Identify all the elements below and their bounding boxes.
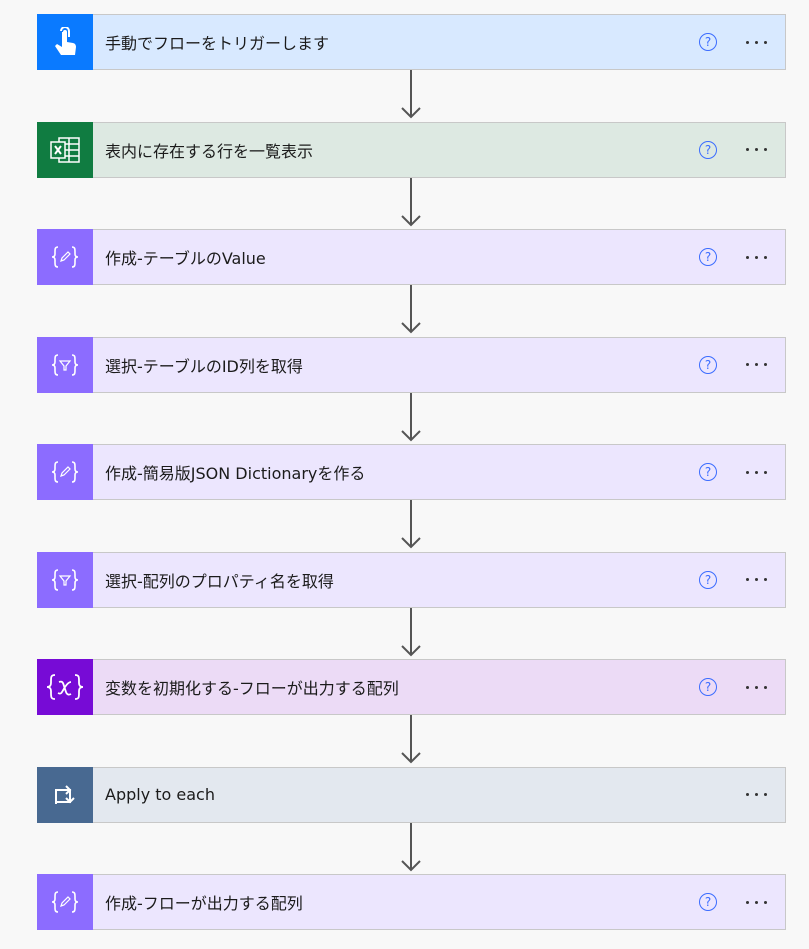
- connector-arrow-icon: [401, 715, 421, 764]
- connector-arrow-icon: [401, 500, 421, 549]
- step-title: 選択-テーブルのID列を取得: [105, 356, 303, 376]
- connector-arrow-icon: [401, 285, 421, 334]
- step-title: 手動でフローをトリガーします: [105, 34, 330, 53]
- flow-step-card[interactable]: 作成-テーブルのValue?: [37, 229, 786, 285]
- select-icon: [37, 336, 93, 393]
- connector-arrow-icon: [401, 177, 421, 226]
- connector-arrow-icon: [401, 607, 421, 656]
- flow-step-card[interactable]: 選択-配列のプロパティ名を取得?: [37, 551, 786, 608]
- compose-icon: [37, 229, 93, 285]
- flow-step-card[interactable]: 作成-簡易版JSON Dictionaryを作る?: [37, 444, 786, 500]
- more-options-button[interactable]: [739, 363, 773, 366]
- flow-step-card[interactable]: 作成-フローが出力する配列?: [37, 874, 786, 930]
- more-options-button[interactable]: [739, 578, 773, 581]
- step-title: 作成-テーブルのValue: [105, 249, 266, 268]
- loop-icon: [37, 766, 93, 823]
- flow-step-card[interactable]: 手動でフローをトリガーします?: [37, 14, 786, 70]
- variable-icon: [37, 659, 93, 715]
- connector-arrow-icon: [401, 70, 421, 119]
- connector-arrow-icon: [401, 392, 421, 441]
- help-icon[interactable]: ?: [699, 463, 717, 481]
- flow-step-card[interactable]: 表内に存在する行を一覧表示?: [37, 121, 786, 178]
- help-icon[interactable]: ?: [699, 893, 717, 911]
- flow-step-card[interactable]: Apply to each: [37, 766, 786, 823]
- step-title: 選択-配列のプロパティ名を取得: [105, 571, 334, 591]
- more-options-button[interactable]: [739, 40, 773, 44]
- manual-trigger-icon: [37, 14, 93, 70]
- more-options-button[interactable]: [739, 148, 773, 151]
- compose-icon: [37, 444, 93, 500]
- more-options-button[interactable]: [739, 470, 773, 474]
- step-title: 作成-簡易版JSON Dictionaryを作る: [105, 464, 366, 483]
- help-icon[interactable]: ?: [699, 678, 717, 696]
- excel-icon: [37, 121, 93, 178]
- connector-arrow-icon: [401, 822, 421, 871]
- help-icon[interactable]: ?: [699, 570, 717, 589]
- step-title: 表内に存在する行を一覧表示: [105, 141, 314, 161]
- step-title: 変数を初期化する-フローが出力する配列: [105, 679, 399, 698]
- help-icon[interactable]: ?: [699, 355, 717, 374]
- flow-step-card[interactable]: 選択-テーブルのID列を取得?: [37, 336, 786, 393]
- more-options-button[interactable]: [739, 793, 773, 796]
- more-options-button[interactable]: [739, 255, 773, 259]
- flow-step-card[interactable]: 変数を初期化する-フローが出力する配列?: [37, 659, 786, 715]
- help-icon[interactable]: ?: [699, 248, 717, 266]
- more-options-button[interactable]: [739, 900, 773, 904]
- help-icon[interactable]: ?: [699, 140, 717, 159]
- help-icon[interactable]: ?: [699, 33, 717, 51]
- more-options-button[interactable]: [739, 685, 773, 689]
- step-title: 作成-フローが出力する配列: [105, 894, 303, 913]
- select-icon: [37, 551, 93, 608]
- compose-icon: [37, 874, 93, 930]
- step-title: Apply to each: [105, 785, 215, 804]
